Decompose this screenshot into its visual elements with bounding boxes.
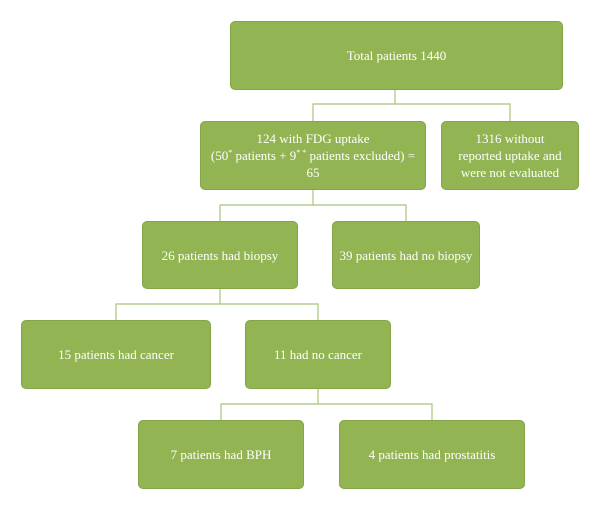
node-bph: 7 patients had BPH [138, 420, 304, 489]
node-no-cancer: 11 had no cancer [245, 320, 391, 389]
node-without-uptake-line1: 1316 without [475, 131, 545, 146]
node-no-biopsy-label: 39 patients had no biopsy [339, 247, 473, 263]
connector-level5-bar [220, 403, 433, 420]
connector-level3-bar [219, 204, 407, 221]
connector-level4-bar [115, 303, 319, 320]
node-fdg-uptake-line1: 124 with FDG uptake [256, 131, 370, 146]
node-without-uptake: 1316 without reported uptake and were no… [441, 121, 579, 190]
node-had-biopsy: 26 patients had biopsy [142, 221, 298, 289]
node-total-patients-label: Total patients 1440 [346, 48, 447, 63]
connector-level2-bar [312, 103, 511, 121]
node-total-patients: Total patients 1440 [230, 21, 563, 90]
node-had-biopsy-label: 26 patients had biopsy [161, 247, 279, 263]
node-without-uptake-line2: reported uptake and [458, 148, 562, 163]
node-bph-label: 7 patients had BPH [170, 447, 272, 462]
node-had-cancer-label: 15 patients had cancer [58, 347, 174, 362]
node-prostatitis-label: 4 patients had prostatitis [368, 447, 496, 462]
node-no-cancer-label: 11 had no cancer [274, 347, 362, 362]
node-without-uptake-line3: were not evaluated [460, 165, 560, 180]
node-prostatitis: 4 patients had prostatitis [339, 420, 525, 489]
node-had-cancer: 15 patients had cancer [21, 320, 211, 389]
node-no-biopsy: 39 patients had no biopsy [332, 221, 480, 289]
node-fdg-uptake-line2: (50* patients + 9* * patients excluded) … [210, 148, 416, 180]
node-fdg-uptake: 124 with FDG uptake (50* patients + 9* *… [200, 121, 426, 190]
